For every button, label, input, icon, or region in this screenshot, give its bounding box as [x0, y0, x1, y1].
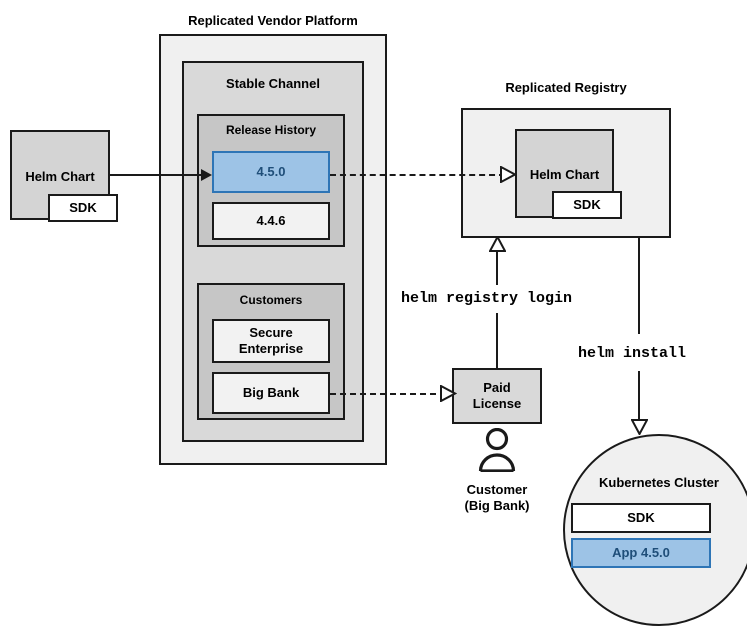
paid-license-box[interactable]: Paid License [452, 368, 542, 424]
connector-registry-to-cluster-upper [638, 238, 640, 334]
source-helm-chart-label: Helm Chart [25, 169, 95, 184]
release-item-4-4-6-label: 4.4.6 [256, 213, 286, 229]
arrowhead-registry-to-cluster [630, 418, 649, 440]
connector-chart-to-release [110, 174, 202, 176]
arrowhead-bigbank-to-license [440, 384, 458, 407]
customer-big-bank-label: Big Bank [242, 385, 300, 401]
command-helm-registry-login: helm registry login [401, 290, 573, 307]
command-helm-install: helm install [578, 345, 687, 362]
arrowhead-chart-to-release [201, 169, 212, 181]
customer-actor-label: Customer (Big Bank) [464, 482, 530, 513]
release-item-4-5-0[interactable]: 4.5.0 [212, 151, 330, 193]
cluster-component-app[interactable]: App 4.5.0 [571, 538, 711, 568]
connector-bigbank-to-license [330, 393, 446, 395]
customers-title: Customers [239, 293, 303, 307]
stable-channel-title: Stable Channel [226, 76, 320, 91]
customer-secure-enterprise[interactable]: Secure Enterprise [212, 319, 330, 363]
person-icon [477, 427, 517, 473]
platform-title: Replicated Vendor Platform [188, 13, 358, 28]
source-sdk-box[interactable]: SDK [48, 194, 118, 222]
release-history-title: Release History [225, 123, 317, 137]
cluster-component-sdk[interactable]: SDK [571, 503, 711, 533]
arrowhead-license-to-registry [488, 234, 507, 258]
kubernetes-cluster-label: Kubernetes Cluster [599, 475, 719, 490]
arrowhead-release-to-registry [500, 165, 518, 188]
release-item-4-4-6[interactable]: 4.4.6 [212, 202, 330, 240]
cluster-component-app-label: App 4.5.0 [612, 545, 670, 561]
paid-license-label: Paid License [472, 380, 522, 411]
source-sdk-label: SDK [69, 200, 97, 216]
registry-sdk-label: SDK [573, 197, 601, 213]
release-item-4-5-0-label: 4.5.0 [256, 164, 286, 180]
connector-registry-to-cluster-lower [638, 371, 640, 421]
registry-helm-chart-label: Helm Chart [529, 167, 600, 182]
registry-sdk-box[interactable]: SDK [552, 191, 622, 219]
registry-title: Replicated Registry [505, 80, 627, 95]
cluster-component-sdk-label: SDK [627, 510, 655, 526]
customer-big-bank[interactable]: Big Bank [212, 372, 330, 414]
customer-secure-enterprise-label: Secure Enterprise [238, 325, 304, 356]
connector-license-to-registry-upper [496, 251, 498, 285]
connector-license-to-registry-lower [496, 313, 498, 368]
connector-release-to-registry [330, 174, 505, 176]
